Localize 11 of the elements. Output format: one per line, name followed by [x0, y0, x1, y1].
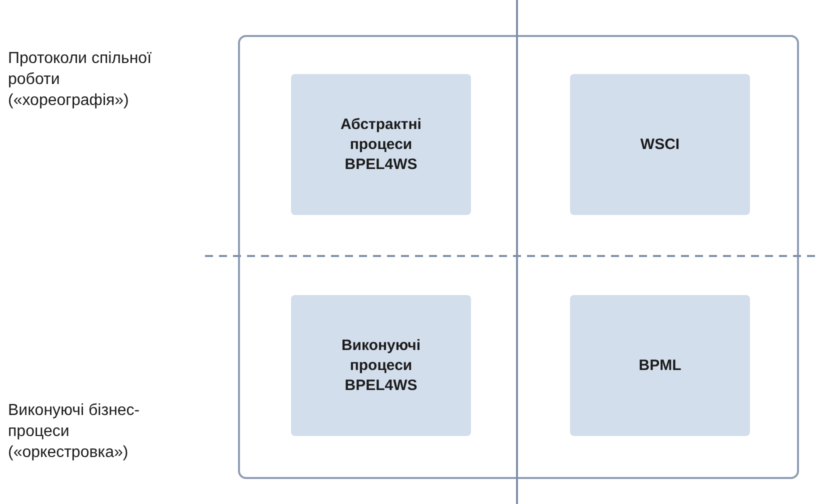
- axis-label: Протоколи спільної роботи («хореографія»): [8, 49, 153, 111]
- process-box: [291, 74, 471, 215]
- box-label: BPML: [638, 356, 682, 376]
- process-box: [570, 295, 750, 436]
- process-box: [291, 295, 471, 436]
- box-label: WSCI: [639, 134, 681, 154]
- box-label: Виконуючі процеси BPEL4WS: [340, 336, 422, 396]
- box-label: Абстрактні процеси BPEL4WS: [340, 114, 422, 174]
- quadrant-frame: [238, 35, 799, 479]
- process-box: [570, 74, 750, 215]
- axis-label: Виконуючі бізнес-процеси («оркестровка»): [8, 401, 141, 463]
